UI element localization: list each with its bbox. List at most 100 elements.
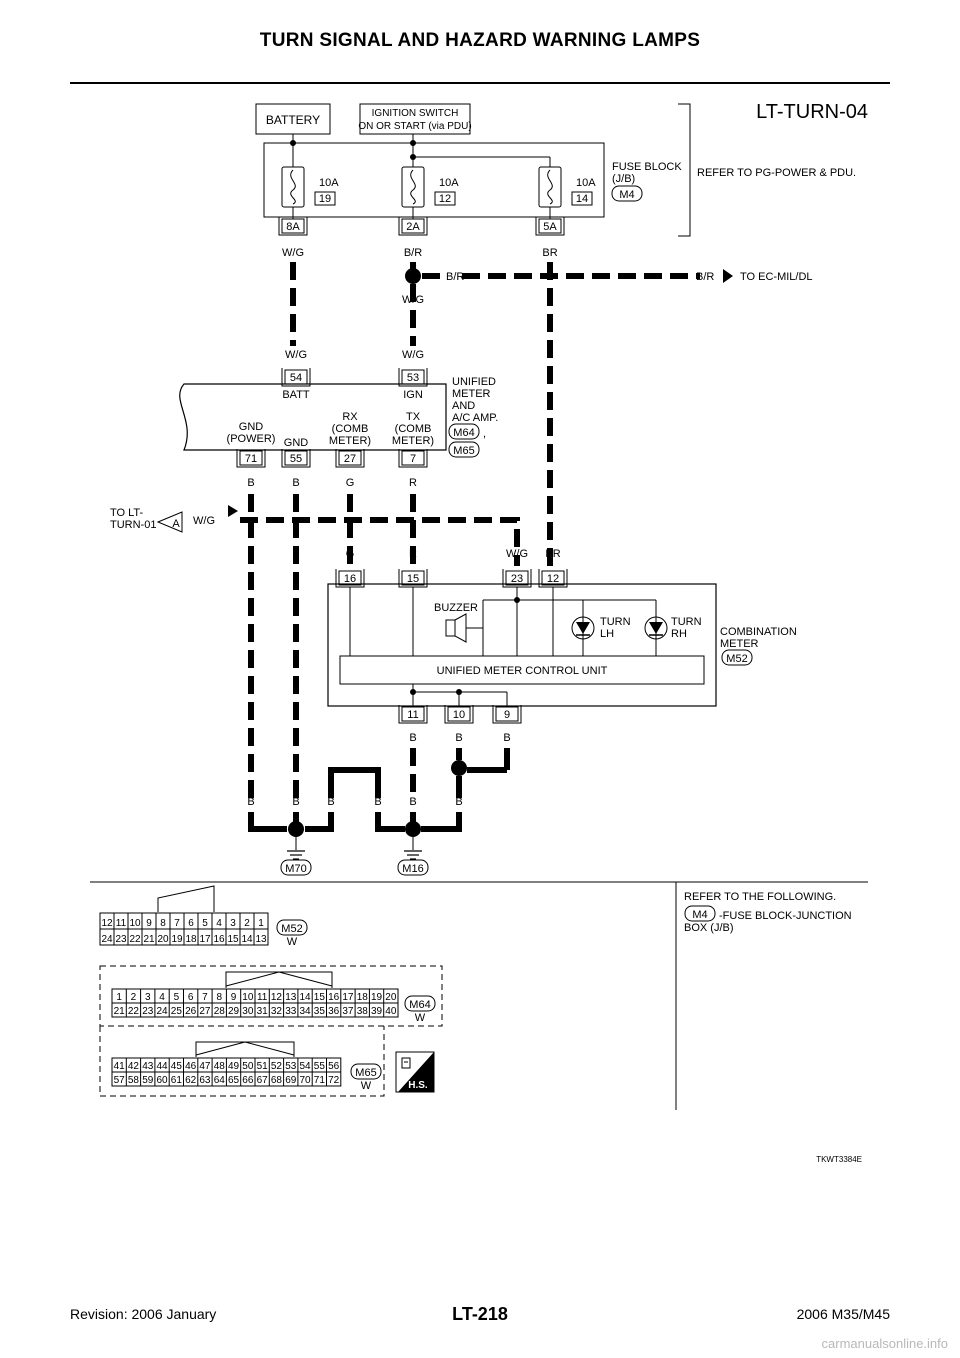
connector-pin-number: 16 [328,992,340,1003]
wire-color-label: BR [545,548,560,560]
wire-color-label: B [503,732,510,744]
terminal-bracket [398,449,428,468]
connector-pin-number: 38 [357,1006,369,1017]
connector-separator: , [483,428,486,440]
turn-lh-label: LH [600,628,614,640]
connector-pin-number: 25 [171,1006,183,1017]
refer-bracket [678,103,691,237]
buzzer-icon [454,613,467,643]
terminal-pin-label: 16 [344,573,356,585]
connector-pin-number: 60 [156,1075,168,1086]
control-unit-box [339,655,705,685]
connector-pin-number: 4 [159,992,165,1003]
diode-icon [649,622,663,634]
connector-tag-label: M70 [285,863,306,875]
connector-pin-number: 69 [285,1075,297,1086]
connector-pin-number: 8 [216,992,222,1003]
to-lt-label: TURN-01 [110,519,156,531]
terminal-pin-label: 2A [406,221,420,233]
connector-latch [225,971,333,988]
unified-meter-bottom-terminal [284,450,308,466]
wire-color-label: W/G [285,349,307,361]
connector-pin-number: 53 [285,1061,297,1072]
connector-pin-number: 66 [242,1075,254,1086]
connector-pin-number: 13 [285,992,297,1003]
comb-meter-connector-tag [721,649,753,666]
terminal-pin-label: 10 [453,709,465,721]
fuse-amperage: 10A [319,177,339,189]
terminal-pin-label: 23 [511,573,523,585]
unified-meter-connector-tag [448,423,480,440]
connector-pin-number: 39 [371,1006,383,1017]
connector-pin-number: 9 [146,918,152,929]
connector-m52-tag [276,919,308,936]
connector-latch [195,1041,295,1057]
terminal-bracket [236,449,266,468]
connector-pin-number: 10 [129,918,141,929]
connector-pin-number: 21 [114,1006,126,1017]
turn-lamp-icon [644,616,668,640]
connector-pin-number: 23 [142,1006,154,1017]
terminal-pin-label: 11 [407,709,418,721]
connector-pin-number: 20 [157,934,169,945]
connector-latch [195,1041,246,1056]
refer-item-label: BOX (J/B) [684,922,734,934]
wire-color-label: B/R [696,271,714,283]
terminal-pin-label: 7 [410,453,416,465]
unified-meter-label: UNIFIED [452,376,496,388]
connector-pin-number: 43 [142,1061,154,1072]
ignition-splice [410,140,416,146]
ground-splice-m16 [405,821,421,837]
turn-rh-label: RH [671,628,687,640]
connector-pin-number: 54 [299,1061,311,1072]
ground-connector-tag [397,859,429,876]
terminal-pin-label: 55 [290,453,302,465]
connector-pin-number: 1 [258,918,264,929]
connector-pin-number: 5 [202,918,208,929]
pin-function-label: METER) [392,435,434,447]
connector-m64-tag [404,995,436,1012]
to-ec-label: TO EC-MIL/DL [740,271,813,283]
fuse-holder [538,166,562,208]
turn-lh-label: TURN [600,616,631,628]
wire-color-label: B [327,796,334,808]
pin-function-label: RX [342,411,358,423]
connector-pin-number: 52 [271,1061,283,1072]
wire-ground-m70 [305,812,334,832]
connector-pin-number: 3 [230,918,236,929]
terminal-pin-label: 12 [547,573,559,585]
connector-pin-number: 65 [228,1075,240,1086]
connector-pin-number: 47 [199,1061,211,1072]
wire-b-jumper [328,767,381,798]
page-number: LT-218 [452,1304,508,1324]
turn-lamp-icon [571,616,595,640]
connector-tag-label: M4 [619,189,634,201]
connector-tag-label: M64 [409,999,430,1011]
wire-color-label: W/G [193,515,215,527]
splice-ground [451,760,467,776]
pin-function-label: (POWER) [227,433,276,445]
splice-b-r [405,268,421,284]
wire-w-g-to-comb [240,517,520,566]
connector-pin-number: 18 [357,992,369,1003]
fuse-icon [290,169,296,205]
connector-pin-number: 8 [160,918,166,929]
connector-pin-number: 45 [171,1061,183,1072]
offpage-connector-icon [156,511,183,533]
battery-label: BATTERY [266,113,320,127]
terminal-bracket [444,705,474,724]
pin-function-label: GND [239,421,264,433]
connector-pin-number: 12 [271,992,283,1003]
connector-pin-number: 7 [174,918,180,929]
arrow-icon [228,505,238,517]
connector-pin-number: 58 [128,1075,140,1086]
terminal-bracket [398,217,428,236]
connector-pin-number: 64 [214,1075,226,1086]
unified-meter-label: AND [452,400,475,412]
connector-pin-number: 24 [156,1006,168,1017]
diode-icon [576,622,590,634]
terminal-bracket [398,368,428,387]
wire-color-label: B [247,477,254,489]
model-name: 2006 M35/M45 [796,1306,890,1322]
fuse-number-box [314,191,336,206]
